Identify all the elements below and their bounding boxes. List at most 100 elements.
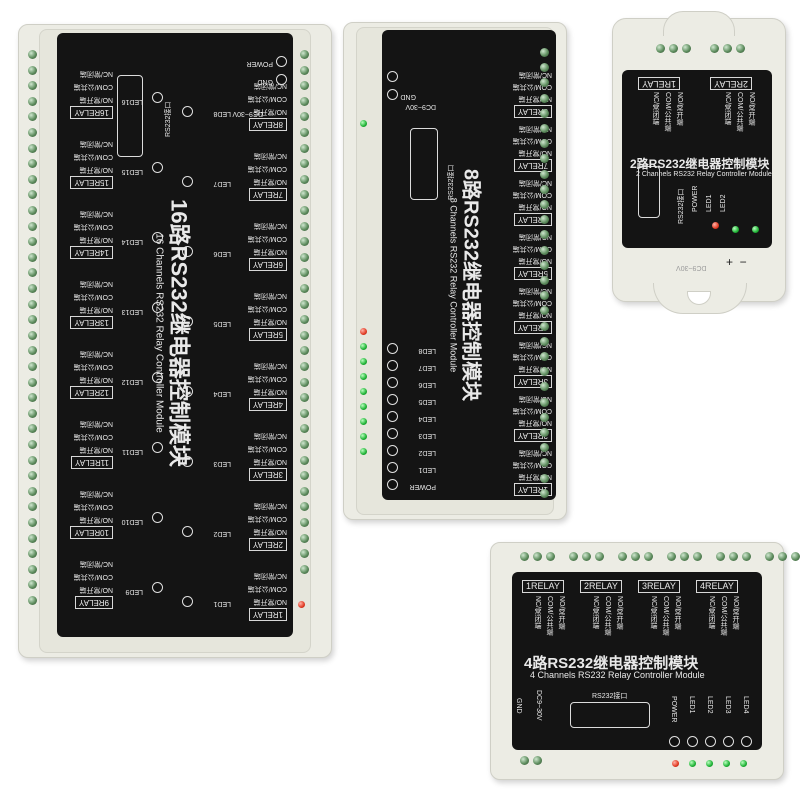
module-4ch-dc-label: DC9~30V bbox=[535, 690, 542, 721]
module-8ch-title: 8路RS232继电器控制模块 bbox=[459, 168, 482, 402]
module-8ch-side-led bbox=[360, 388, 367, 395]
module-16ch-contact-label: COM/公共端 bbox=[247, 375, 287, 382]
module-16ch-contact-label: NO/常开端 bbox=[79, 306, 113, 313]
module-16ch-power-hole bbox=[276, 56, 287, 67]
module-4ch-gnd-label: GND bbox=[515, 698, 522, 714]
t8R-screw bbox=[540, 473, 549, 483]
module-16ch-contact-label: COM/公共端 bbox=[73, 433, 113, 440]
module-2ch-led2-label: LED2 bbox=[720, 194, 727, 212]
t16R-screw bbox=[300, 377, 309, 387]
t16L-screw bbox=[28, 128, 37, 137]
module-16ch-relay-4: 4RELAY bbox=[248, 398, 287, 411]
module-16ch-contact-label: COM/公共端 bbox=[247, 235, 287, 242]
t4T-screw bbox=[618, 552, 627, 561]
module-16ch-contact-label: COM/公共端 bbox=[247, 305, 287, 312]
t16L-screw bbox=[28, 564, 37, 574]
module-16ch-relay-13: 13RELAY bbox=[70, 316, 113, 329]
t4T-screw bbox=[595, 552, 604, 561]
module-16ch-relay-12: 12RELAY bbox=[70, 386, 113, 399]
t2T-screw bbox=[736, 44, 745, 53]
module-2ch-led1-label: LED1 bbox=[706, 194, 713, 212]
module-8ch-side-led bbox=[360, 418, 367, 425]
t8R-screw bbox=[540, 321, 549, 331]
module-8ch-led-hole bbox=[387, 343, 398, 354]
module-8ch-led-hole bbox=[387, 445, 398, 456]
module-4ch-contact-label: NO/常开端 bbox=[616, 596, 623, 630]
module-4ch-led-0 bbox=[672, 760, 679, 767]
module-4ch-contact-label: COM/公共端 bbox=[720, 596, 727, 636]
module-4ch-led-hole bbox=[669, 736, 680, 747]
t8R-screw bbox=[540, 78, 549, 88]
module-16ch-dc-label: DC9~30V bbox=[232, 110, 263, 117]
module-2ch-contact-label: NO/常开端 bbox=[676, 92, 683, 126]
module-4ch-relay-2: 2RELAY bbox=[580, 580, 622, 593]
t8R-screw bbox=[540, 488, 549, 498]
t16R-screw bbox=[300, 159, 309, 169]
t16R-screw bbox=[300, 143, 309, 153]
module-16ch-contact-label: NC/常闭端 bbox=[253, 502, 287, 509]
module-16ch-contact-label: COM/公共端 bbox=[247, 165, 287, 172]
module-16ch-contact-label: NC/常闭端 bbox=[79, 210, 113, 217]
t8R-screw bbox=[540, 412, 549, 422]
module-16ch-relay-5: 5RELAY bbox=[248, 328, 287, 341]
module-16ch-contact-label: COM/公共端 bbox=[73, 293, 113, 300]
module-16ch-led-hole bbox=[152, 582, 163, 593]
t8R-screw bbox=[540, 443, 549, 453]
t16L-screw bbox=[28, 455, 37, 465]
t16L-screw bbox=[28, 315, 37, 325]
module-2ch-power-label: POWER bbox=[692, 185, 699, 212]
t8R-screw bbox=[540, 108, 549, 118]
module-16ch-led-label: LED14 bbox=[121, 238, 143, 245]
module-16ch-led-hole bbox=[182, 596, 193, 607]
t8R-screw bbox=[540, 306, 549, 316]
module-4ch-led-1 bbox=[689, 760, 696, 767]
module-16ch-contact-label: NC/常闭端 bbox=[79, 280, 113, 287]
module-8ch-side-led bbox=[360, 358, 367, 365]
module-8ch-subtitle: 8 Channels RS232 Relay Controller Module bbox=[448, 197, 459, 373]
t2T-screw bbox=[710, 44, 719, 53]
t16L-screw bbox=[28, 81, 37, 91]
t8R-screw bbox=[540, 352, 549, 361]
module-16ch-contact-label: NC/常闭端 bbox=[79, 70, 113, 77]
module-8ch-side-led bbox=[360, 343, 367, 350]
t16L-screw bbox=[28, 299, 37, 309]
module-16ch-contact-label: NO/常开端 bbox=[79, 96, 113, 103]
module-4ch-rs232-port bbox=[570, 702, 650, 728]
module-4ch-led-hole bbox=[723, 736, 734, 747]
module-4ch-led-label: LED4 bbox=[742, 696, 749, 714]
module-16ch-subtitle: 16 Channels RS232 Relay Controller Modul… bbox=[153, 233, 165, 433]
t16R-screw bbox=[300, 252, 309, 262]
t8R-screw bbox=[540, 458, 549, 468]
module-8ch-led-hole bbox=[387, 411, 398, 422]
t4B-screw bbox=[520, 756, 529, 765]
t16R-screw bbox=[300, 471, 309, 481]
module-2ch-contact-label: NC/常闭端 bbox=[724, 92, 731, 126]
module-16ch-led-label: LED5 bbox=[213, 320, 231, 327]
module-2ch-contact-label: COM/公共端 bbox=[736, 92, 743, 132]
module-8ch-led-hole bbox=[387, 479, 398, 490]
module-16ch-contact-label: NC/常闭端 bbox=[79, 350, 113, 357]
t8R-screw bbox=[540, 245, 549, 255]
t16L-screw bbox=[28, 596, 37, 605]
t4T-screw bbox=[742, 552, 751, 561]
module-16ch-contact-label: NC/常闭端 bbox=[253, 572, 287, 579]
t16L-screw bbox=[28, 408, 37, 418]
t4T-screw bbox=[667, 552, 676, 561]
t4T-screw bbox=[716, 552, 725, 561]
module-16ch-relay-14: 14RELAY bbox=[70, 246, 113, 259]
module-16ch-contact-label: NO/常开端 bbox=[79, 166, 113, 173]
module-16ch-title: 16路RS232继电器控制模块 bbox=[166, 199, 192, 467]
module-16ch-led-label: LED1 bbox=[213, 600, 231, 607]
module-16ch-contact-label: NO/常开端 bbox=[79, 236, 113, 243]
module-16ch-contact-label: COM/公共端 bbox=[247, 95, 287, 102]
module-16ch-contact-label: NC/常闭端 bbox=[79, 140, 113, 147]
module-16ch-relay-6: 6RELAY bbox=[248, 258, 287, 271]
module-16ch-relay-10: 10RELAY bbox=[70, 526, 113, 539]
t8R-screw bbox=[540, 291, 549, 301]
module-4ch-relay-3: 3RELAY bbox=[638, 580, 680, 593]
module-16ch-contact-label: NC/常闭端 bbox=[253, 292, 287, 299]
t16L-screw bbox=[28, 221, 37, 231]
module-16ch-contact-label: NO/常开端 bbox=[253, 178, 287, 185]
module-16ch-led-hole bbox=[152, 92, 163, 103]
module-16ch-contact-label: NO/常开端 bbox=[253, 318, 287, 325]
